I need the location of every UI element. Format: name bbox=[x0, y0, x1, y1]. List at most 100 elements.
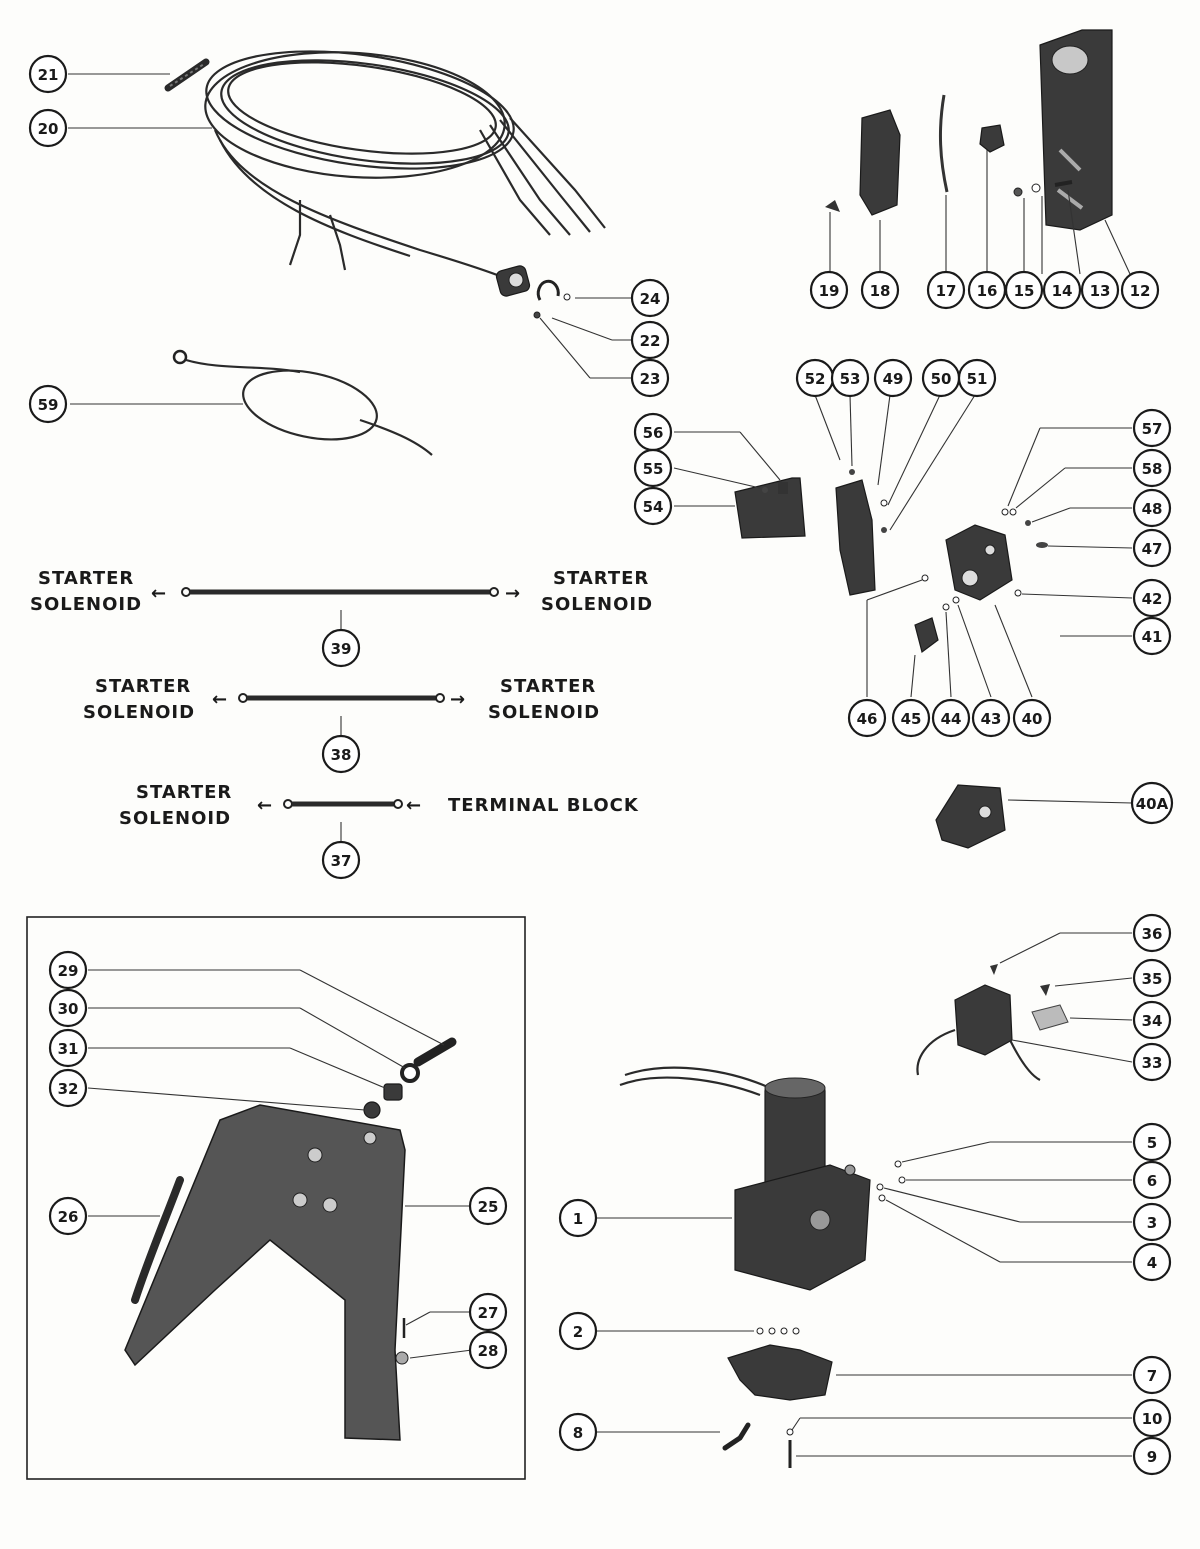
callout-number: 30 bbox=[58, 1000, 79, 1018]
callout-34: 34 bbox=[1132, 1000, 1172, 1040]
callout-21: 21 bbox=[28, 54, 68, 94]
callout-circle bbox=[1132, 488, 1172, 528]
callout-32: 32 bbox=[48, 1068, 88, 1108]
callout-number: 40A bbox=[1136, 795, 1169, 813]
callout-number: 47 bbox=[1142, 540, 1163, 558]
part-45-boot bbox=[914, 617, 939, 654]
callout-number: 25 bbox=[478, 1198, 499, 1216]
callout-number: 19 bbox=[819, 282, 840, 300]
part-59-ground-wire bbox=[172, 349, 433, 456]
callout-54: 54 bbox=[633, 486, 673, 526]
part-22-clamp bbox=[536, 279, 560, 301]
callout-circle bbox=[48, 1068, 88, 1108]
callout-circle bbox=[1132, 1000, 1172, 1040]
part-55-nut bbox=[762, 487, 768, 493]
callout-number: 55 bbox=[643, 460, 664, 478]
callout-circle bbox=[809, 270, 849, 310]
part-35-screw bbox=[1040, 984, 1050, 996]
callout-circle bbox=[633, 448, 673, 488]
callout-55: 55 bbox=[633, 448, 673, 488]
callout-circle bbox=[1132, 958, 1172, 998]
part-2-orings bbox=[756, 1327, 800, 1335]
callout-circle bbox=[1042, 270, 1082, 310]
cable-37-right-label: TERMINAL BLOCK bbox=[448, 795, 639, 816]
callout-number: 52 bbox=[805, 370, 826, 388]
callout-50: 50 bbox=[921, 358, 961, 398]
callout-number: 31 bbox=[58, 1040, 79, 1058]
callout-circle bbox=[931, 698, 971, 738]
callout-circle bbox=[926, 270, 966, 310]
callout-number: 20 bbox=[38, 120, 59, 138]
callout-circle bbox=[48, 1028, 88, 1068]
callout-circle bbox=[48, 988, 88, 1028]
callout-circle bbox=[630, 320, 670, 360]
part-31-bushing bbox=[383, 1083, 403, 1101]
callout-circle bbox=[558, 1198, 598, 1238]
callout-13: 13 bbox=[1080, 270, 1120, 310]
callout-circle bbox=[847, 698, 887, 738]
callout-39: 39 bbox=[321, 628, 361, 668]
callout-17: 17 bbox=[926, 270, 966, 310]
callout-38: 38 bbox=[321, 734, 361, 774]
callout-number: 33 bbox=[1142, 1054, 1163, 1072]
cable-37-left-arrow: ← bbox=[257, 795, 273, 816]
callout-circle bbox=[321, 840, 361, 880]
inset-frame bbox=[26, 916, 526, 1480]
part-32-spacer bbox=[363, 1101, 381, 1119]
callout-number: 2 bbox=[573, 1323, 583, 1341]
callout-circle bbox=[1132, 1355, 1172, 1395]
cable-39-left-label-1: STARTER bbox=[38, 568, 134, 589]
callout-circle bbox=[873, 358, 913, 398]
callout-circle bbox=[1080, 270, 1120, 310]
callout-29: 29 bbox=[48, 950, 88, 990]
callout-40a: 40A bbox=[1130, 781, 1174, 825]
callout-circle bbox=[48, 1196, 88, 1236]
callout-number: 6 bbox=[1147, 1172, 1157, 1190]
part-13-pin bbox=[1054, 180, 1073, 187]
callout-7: 7 bbox=[1132, 1355, 1172, 1395]
callout-circle bbox=[468, 1330, 508, 1370]
callout-26: 26 bbox=[48, 1196, 88, 1236]
cable-38-graphic bbox=[238, 693, 445, 703]
callout-circle bbox=[630, 278, 670, 318]
cable-39-right-label-2: SOLENOID bbox=[541, 594, 653, 615]
callout-circle bbox=[1132, 528, 1172, 568]
callout-circle bbox=[971, 698, 1011, 738]
callout-15: 15 bbox=[1004, 270, 1044, 310]
callout-circle bbox=[28, 54, 68, 94]
callout-number: 1 bbox=[573, 1210, 583, 1228]
callout-14: 14 bbox=[1042, 270, 1082, 310]
callout-10: 10 bbox=[1132, 1398, 1172, 1438]
callout-number: 34 bbox=[1142, 1012, 1163, 1030]
callout-circle bbox=[1132, 1160, 1172, 1200]
callout-40: 40 bbox=[1012, 698, 1052, 738]
callout-52: 52 bbox=[795, 358, 835, 398]
callout-number: 54 bbox=[643, 498, 664, 516]
callout-18: 18 bbox=[860, 270, 900, 310]
callout-33: 33 bbox=[1132, 1042, 1172, 1082]
part-40-solenoid bbox=[945, 524, 1013, 601]
part-44-nut bbox=[942, 603, 950, 611]
callout-49: 49 bbox=[873, 358, 913, 398]
cable-39-labels: STARTER SOLENOID STARTER SOLENOID ← → bbox=[30, 568, 653, 615]
cable-38-right-arrow: → bbox=[450, 689, 466, 710]
callout-number: 44 bbox=[941, 710, 962, 728]
callout-circle bbox=[1132, 578, 1172, 618]
callout-number: 51 bbox=[967, 370, 988, 388]
callout-circle bbox=[830, 358, 870, 398]
callout-number: 35 bbox=[1142, 970, 1163, 988]
callout-number: 7 bbox=[1147, 1367, 1157, 1385]
callout-number: 14 bbox=[1052, 282, 1073, 300]
callout-8: 8 bbox=[558, 1412, 598, 1452]
callout-58: 58 bbox=[1132, 448, 1172, 488]
callout-circle bbox=[891, 698, 931, 738]
callout-circle bbox=[1132, 1122, 1172, 1162]
part-33-relay bbox=[916, 984, 1041, 1081]
part-29-bolt bbox=[413, 1037, 457, 1067]
part-46-washer bbox=[921, 574, 929, 582]
cable-38-left-arrow: ← bbox=[212, 689, 228, 710]
cable-37-labels: STARTER SOLENOID ← TERMINAL BLOCK ← bbox=[119, 782, 639, 829]
part-8-fitting bbox=[722, 1422, 751, 1451]
